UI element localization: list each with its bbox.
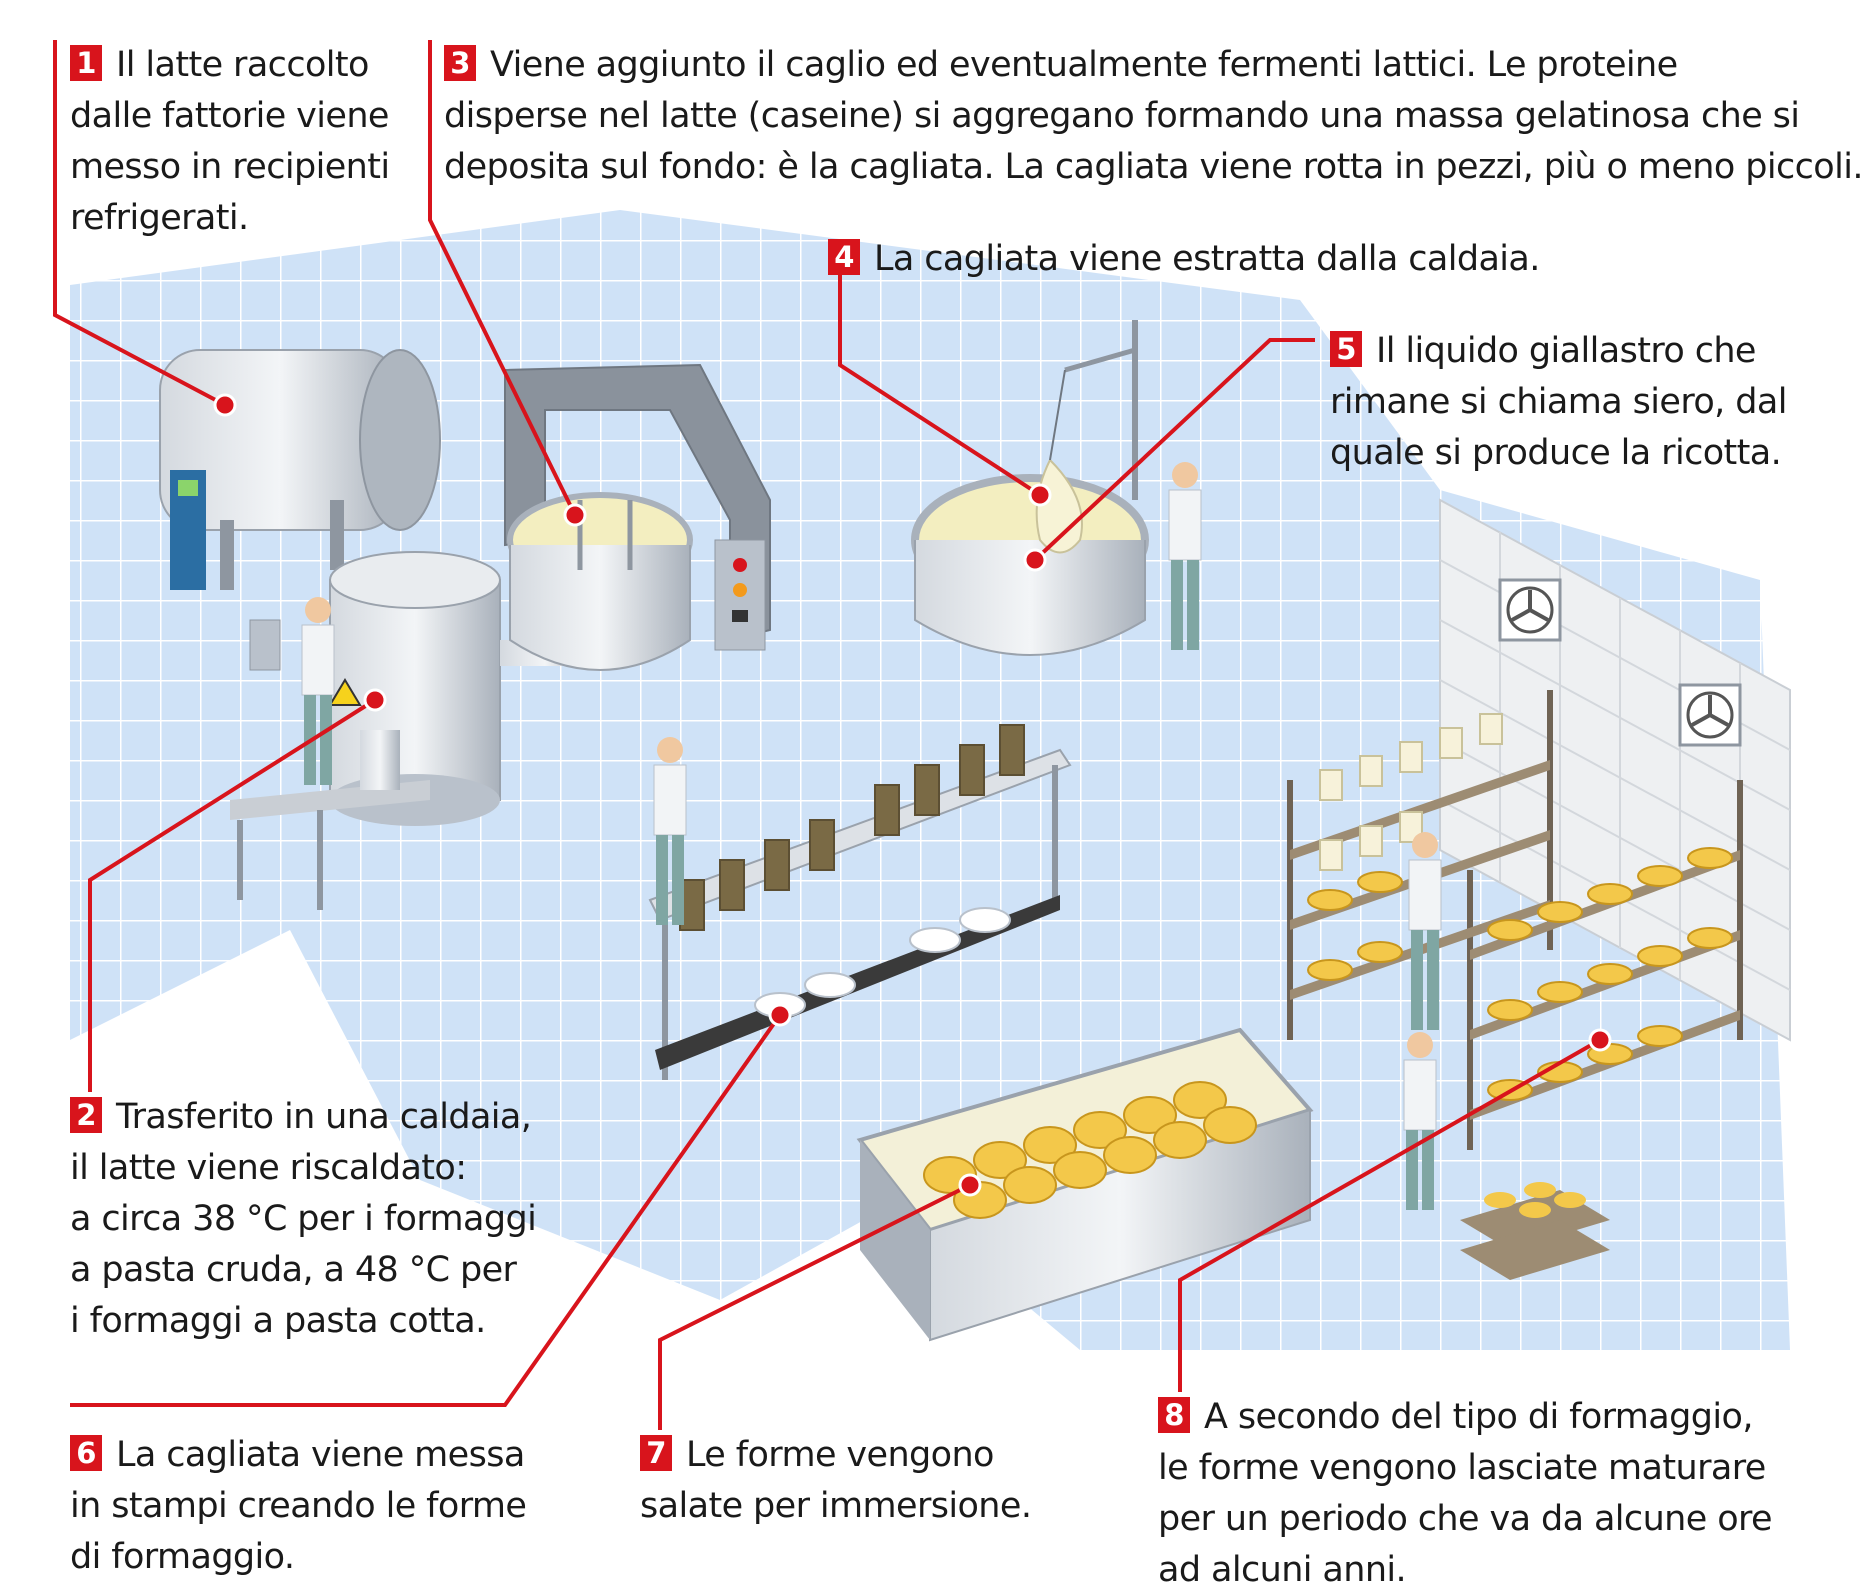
heating-boiler-icon xyxy=(230,551,590,910)
leader-dots xyxy=(213,393,1612,1197)
step-3-text: Viene aggiunto il caglio ed eventualment… xyxy=(444,45,1863,187)
step-6-number: 6 xyxy=(70,1435,102,1471)
leader-line-4 xyxy=(838,250,1042,497)
step-5-text: Il liquido giallastro che rimane si chia… xyxy=(1330,331,1787,473)
step-7-text: Le forme vengono salate per immersione. xyxy=(640,1435,1032,1526)
leader-line-2 xyxy=(88,698,377,1092)
step-1-number: 1 xyxy=(70,45,102,81)
worker-icon xyxy=(653,737,687,925)
worker-icon xyxy=(301,597,335,785)
leader-line-6 xyxy=(70,1013,782,1407)
step-2-text: Trasferito in una caldaia, il latte vien… xyxy=(70,1097,537,1341)
fan-icon xyxy=(1678,683,1742,747)
step-5-number: 5 xyxy=(1330,331,1362,367)
leader-line-1 xyxy=(53,40,226,407)
step-2-number: 2 xyxy=(70,1097,102,1133)
cold-room-wall xyxy=(1439,498,1791,1042)
step-4-text: La cagliata viene estratta dalla caldaia… xyxy=(874,239,1540,279)
leader-lines xyxy=(53,40,1601,1430)
leader-line-5 xyxy=(1033,338,1315,562)
fan-icon xyxy=(1498,578,1562,642)
step-6-text: La cagliata viene messa in stampi creand… xyxy=(70,1435,527,1577)
step-1-text: Il latte raccolto dalle fattorie viene m… xyxy=(70,45,390,238)
step-4-number: 4 xyxy=(828,239,860,275)
worker-icon xyxy=(1168,462,1202,650)
curd-vat-icon xyxy=(504,363,771,671)
step-8-text: A secondo del tipo di formaggio, le form… xyxy=(1158,1397,1773,1590)
worker-icon xyxy=(1408,832,1442,1030)
cheese-press-icon xyxy=(648,724,1072,1080)
step-3-number: 3 xyxy=(444,45,476,81)
leader-line-7 xyxy=(658,1183,971,1430)
step-4-caption: 4 La cagliata viene estratta dalla caldai… xyxy=(828,234,1628,285)
step-8-number: 8 xyxy=(1158,1397,1190,1433)
leader-line-8 xyxy=(1178,1038,1601,1392)
leader-line-3 xyxy=(428,40,577,516)
cheese-cart xyxy=(1460,1182,1610,1280)
step-7-number: 7 xyxy=(640,1435,672,1471)
